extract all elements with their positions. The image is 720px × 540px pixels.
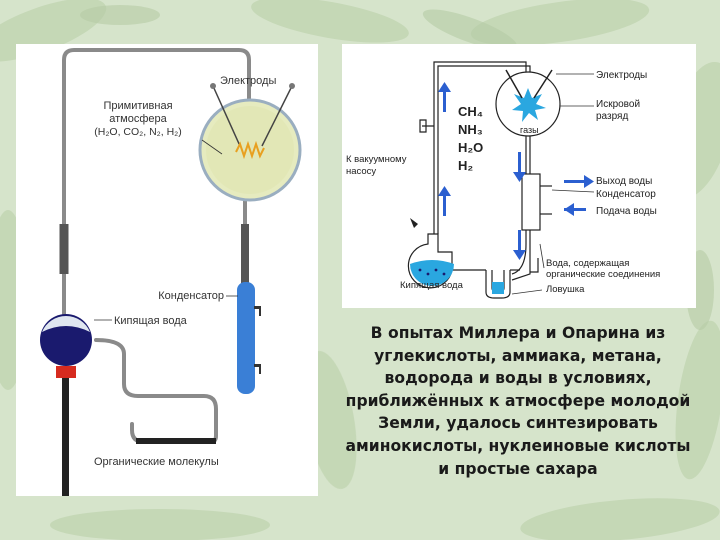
water-out-label: Выход воды: [596, 176, 652, 187]
left-condenser-label: Конденсатор: [158, 290, 224, 302]
flask-stand: [62, 378, 69, 496]
schematic-condenser: [521, 173, 541, 231]
spark-label-1: Искровой: [596, 99, 640, 110]
organic-water-label-2: органические соединения: [546, 269, 660, 280]
left-electrodes-label: Электроды: [220, 75, 276, 87]
formula-h2o: H₂O: [458, 140, 483, 155]
organic-molecules-label: Органические молекулы: [94, 456, 219, 468]
tube-clamp-top: [59, 224, 69, 274]
experiment-caption: В опытах Миллера и Опарина из углекислот…: [345, 324, 691, 478]
schematic-right-tube: [511, 134, 527, 275]
top-tube: [62, 48, 251, 318]
flask-neck-tube: [94, 338, 218, 426]
left-boiling-water-label: Кипящая вода: [114, 315, 188, 327]
electrode-left: [212, 85, 241, 147]
tube-clamp-right: [241, 224, 249, 284]
schematic-outer-tube: [433, 61, 527, 254]
formula-nh3: NH₃: [458, 122, 483, 137]
miller-apparatus-diagram: Электроды Примитивная атмосфера (H₂O, CO…: [40, 48, 302, 496]
atmosphere-label-1: Примитивная: [103, 100, 172, 112]
schematic-diagram: CH₄ NH₃ H₂O H₂ газы Электроды Искровой р…: [346, 61, 660, 299]
schematic-panel: CH₄ NH₃ H₂O H₂ газы Электроды Искровой р…: [342, 44, 696, 308]
right-condenser-label: Конденсатор: [596, 189, 656, 200]
schematic-trap: [485, 270, 511, 299]
formula-h2: H₂: [458, 158, 473, 173]
flow-arrows: [438, 82, 594, 260]
lower-tube-dark: [136, 438, 216, 444]
atmosphere-pointer: [201, 139, 223, 155]
atmosphere-label-2: атмосфера: [109, 113, 167, 125]
vacuum-label-1: К вакуумному: [346, 154, 407, 165]
vacuum-valve: [419, 119, 434, 133]
trap-label: Ловушка: [546, 284, 585, 295]
spark-burst: [512, 88, 546, 122]
atmosphere-label-3: (H₂O, CO₂, N₂, H₂): [94, 126, 181, 138]
flask-heater: [56, 366, 76, 378]
condenser-body: [237, 282, 255, 394]
right-boiling-water-label: Кипящая вода: [400, 280, 464, 291]
miller-apparatus-panel: Электроды Примитивная атмосфера (H₂O, CO…: [16, 44, 318, 496]
electrode-right: [261, 85, 293, 147]
vacuum-label-2: насосу: [346, 166, 376, 177]
spark-zigzag: [235, 140, 265, 160]
gases-label: газы: [520, 125, 539, 135]
formula-ch4: CH₄: [458, 104, 483, 119]
right-electrodes-label: Электроды: [596, 70, 647, 81]
water-in-label: Подача воды: [596, 206, 657, 217]
organic-water-label-1: Вода, содержащая: [546, 258, 629, 269]
spark-label-2: разряд: [596, 111, 628, 122]
